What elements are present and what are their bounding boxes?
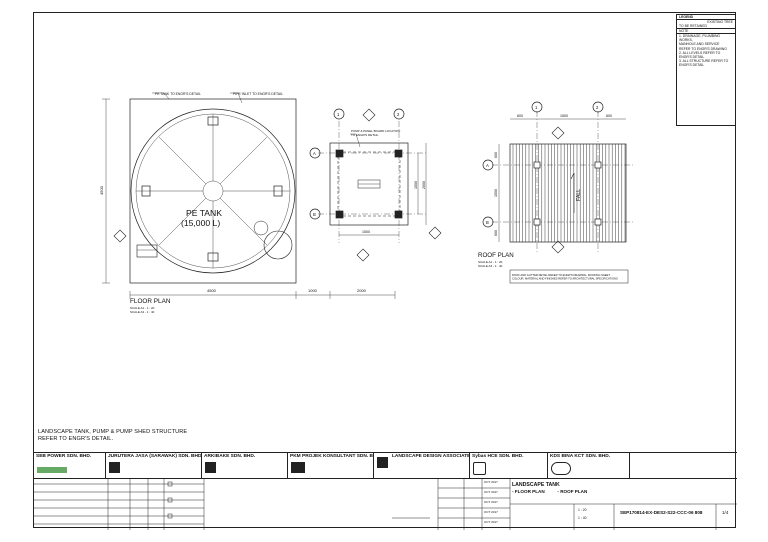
consultant-3: ARKIBAKE SDN. BHD. — [202, 453, 288, 478]
general-note: LANDSCAPE TANK, PUMP & PUMP SHED STRUCTU… — [38, 429, 188, 442]
sheet-title: - FLOOR PLAN - ROOF PLAN — [512, 489, 588, 494]
legend-header: LEGEND — [677, 15, 735, 20]
roof-dim-right: 600 — [606, 114, 612, 118]
legend-row-2: TO BE RETAINED — [677, 24, 735, 29]
shed-grid-b — [309, 208, 321, 220]
roof-dim-left: 600 — [517, 114, 523, 118]
roof-outline — [509, 143, 627, 243]
consultant-6: Sybas HCE SDN. BHD. — [470, 453, 548, 478]
shed-dim-outer: 2000 — [422, 181, 426, 189]
revision-date-3: OCT 2017 — [484, 500, 498, 504]
roof-dim-v-top: 600 — [494, 152, 498, 158]
palm-tree-icon — [377, 457, 388, 468]
logo-icon — [551, 462, 571, 475]
consultant-4-name: PKM PROJEK KONSULTANT SDN. BHD. — [290, 454, 374, 459]
shed-grid-2 — [393, 108, 405, 120]
consultants-row: SEB POWER SDN. BHD. JURUTERA JASA (SARAW… — [34, 453, 737, 479]
consultant-7: KDS BINA KCT SDN. BHD. — [548, 453, 630, 478]
roof-note: ROOF AND GUTTER DETAIL REFER TO ENGR'S D… — [512, 273, 618, 280]
page-number: 1/4 — [722, 510, 729, 515]
shed-slab — [329, 142, 409, 226]
shed-dim-side: 1500 — [414, 181, 418, 189]
manhole — [263, 230, 293, 260]
revision-date-1: OCT 2017 — [484, 480, 498, 484]
logo-icon — [473, 462, 486, 475]
shed-grid-1-label: 1 — [337, 112, 340, 117]
project-title: LANDSCAPE TANK — [512, 482, 560, 488]
logo-icon — [205, 462, 216, 473]
scale-a1: 1 : 20 — [578, 508, 587, 512]
floor-plan-title: FLOOR PLAN — [130, 298, 171, 305]
consultant-2-name: JURUTERA JASA (SARAWAK) SDN. BHD. — [108, 454, 202, 459]
roof-grid-b-label: B — [486, 220, 489, 225]
consultant-2: JURUTERA JASA (SARAWAK) SDN. BHD. — [106, 453, 202, 478]
roof-plan-title: ROOF PLAN — [478, 252, 514, 259]
scale-a3: 1 : 40 — [578, 516, 587, 520]
dim-floor-height: 4500 — [99, 185, 104, 195]
roof-grid-1-label: 1 — [535, 105, 538, 110]
logo-icon — [291, 462, 305, 473]
consultant-4: PKM PROJEK KONSULTANT SDN. BHD. — [288, 453, 374, 478]
roof-grid-b — [482, 216, 494, 228]
shed-dim-inner: 1500 — [362, 230, 370, 234]
tank-ribs — [136, 114, 290, 268]
info-plate — [136, 244, 158, 258]
dim-floor-width: 4500 — [207, 288, 217, 293]
drawing-canvas: PE TANK TO ENGR'S DETAIL PIPE INLET TO E… — [99, 92, 634, 314]
legend-row-1: EXISTING TREE — [707, 20, 733, 24]
tank-outer-ring — [130, 108, 296, 274]
logo-icon — [37, 467, 67, 473]
title-block: SEB POWER SDN. BHD. JURUTERA JASA (SARAW… — [34, 452, 737, 530]
consultant-blank — [630, 453, 737, 478]
dim-shed: 2000 — [357, 288, 367, 293]
consultant-5-name: LANDSCAPE DESIGN ASSOCIATES — [392, 454, 470, 459]
revision-area: OCT 2017 OCT 2017 OCT 2017 OCT 2017 OCT … — [34, 478, 737, 530]
consultant-7-name: KDS BINA KCT SDN. BHD. — [550, 454, 611, 459]
logo-icon — [109, 462, 120, 473]
shed-grid-a — [309, 147, 321, 159]
roof-grid-1 — [531, 101, 543, 113]
legend-notes: 1. DRAINAGE, PLUMBING WORKS, MANHOLE AND… — [679, 34, 729, 68]
consultant-1-name: SEB POWER SDN. BHD. — [36, 454, 92, 459]
revision-date-5: OCT 2017 — [484, 520, 498, 524]
roof-fall-label: FALL — [576, 189, 582, 201]
title-grid — [34, 478, 737, 530]
drawing-sheet: PE TANK TO ENGR'S DETAIL PIPE INLET TO E… — [33, 12, 737, 530]
consultant-5: LANDSCAPE DESIGN ASSOCIATES — [374, 453, 470, 478]
consultant-3-name: ARKIBAKE SDN. BHD. — [204, 454, 256, 459]
tank-capacity: (15,000 L) — [181, 218, 220, 228]
shed-grid-a-label: A — [313, 151, 316, 156]
consultant-1: SEB POWER SDN. BHD. — [34, 453, 106, 478]
shed-grid-1 — [333, 108, 345, 120]
roof-dim-v-mid: 1500 — [494, 189, 498, 197]
roof-dim-v-bot: 600 — [494, 230, 498, 236]
floor-plan — [102, 92, 396, 299]
callout-inlet: PIPE INLET TO ENGR'S DETAIL — [233, 92, 283, 96]
roof-note-box — [509, 269, 629, 284]
legend-panel: LEGEND EXISTING TREE TO BE RETAINED NOTE… — [676, 14, 736, 126]
roof-sheeting — [512, 144, 626, 242]
revision-date-4: OCT 2017 — [484, 510, 498, 514]
callout-tank: PE TANK TO ENGR'S DETAIL — [155, 92, 201, 96]
roof-plan — [482, 101, 634, 284]
shed-grid-2-label: 2 — [397, 112, 400, 117]
roof-grid-2-label: 2 — [596, 105, 599, 110]
tank-slab — [129, 98, 297, 284]
drawing-number: SEP170814-EX-DES2-S22-CCC-06 808 — [620, 510, 703, 515]
roof-dim-mid: 1500 — [560, 114, 568, 118]
legend-row-3: NOTE — [677, 29, 735, 34]
shed-grid-b-label: B — [313, 212, 316, 217]
shed-plan — [309, 108, 442, 262]
roof-grid-2 — [592, 101, 604, 113]
dim-gap: 1000 — [308, 288, 318, 293]
tank-label: PE TANK — [186, 208, 222, 218]
roof-grid-a-label: A — [486, 163, 489, 168]
revision-date-2: OCT 2017 — [484, 490, 498, 494]
roof-grid-a — [482, 159, 494, 171]
consultant-6-name: Sybas HCE SDN. BHD. — [472, 454, 524, 459]
